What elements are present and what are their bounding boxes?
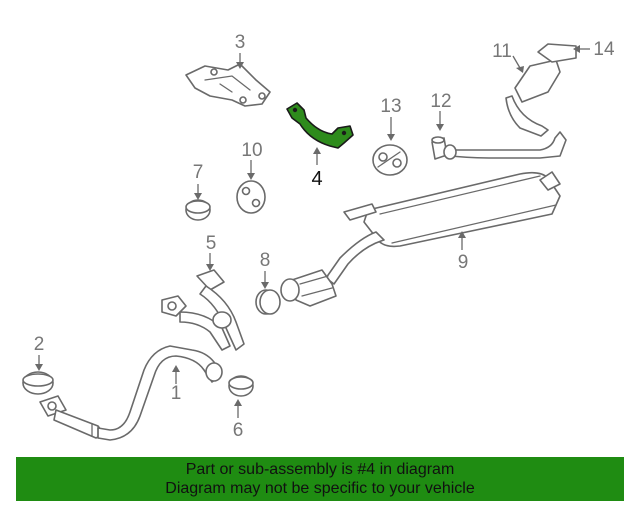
callout-7: 7 [193,162,204,183]
leader-lines [35,45,590,418]
callout-2: 2 [34,334,45,355]
info-banner: Part or sub-assembly is #4 in diagram Di… [16,457,624,501]
callout-14: 14 [593,39,615,60]
callout-4: 4 [311,168,322,190]
part-4-hanger-bracket [286,102,354,149]
part-10-rubber-hanger [236,180,266,214]
callout-13: 13 [380,96,401,117]
callout-10: 10 [241,140,262,161]
callout-12: 12 [430,91,451,112]
banner-line-2: Diagram may not be specific to your vehi… [165,480,475,497]
part-3-bracket [185,63,271,107]
callout-1: 1 [171,383,182,404]
part-2-clamp [22,371,54,395]
callout-11: 11 [492,41,512,62]
callout-5: 5 [206,233,217,254]
callout-8: 8 [260,250,271,271]
callout-9: 9 [458,252,469,273]
banner-line-1: Part or sub-assembly is #4 in diagram [185,461,455,478]
part-1-exhaust-pipe [39,345,223,441]
catalytic-converter-section [280,269,337,307]
part-9-muffler-assembly [325,171,561,285]
callout-labels: 3 4 13 12 11 14 7 10 5 8 9 2 1 6 [34,32,615,441]
callout-6: 6 [233,420,244,441]
part-11-tail-pipe-assembly [443,43,577,160]
part-13-rubber-hanger [372,144,408,176]
part-6-clamp [228,375,254,397]
part-5-front-pipe [161,269,245,351]
callout-3: 3 [235,32,246,53]
part-7-clamp [185,199,211,221]
exhaust-parts-diagram: 3 4 13 12 11 14 7 10 5 8 9 2 1 6 [22,32,615,441]
part-8-clamp [255,289,281,315]
